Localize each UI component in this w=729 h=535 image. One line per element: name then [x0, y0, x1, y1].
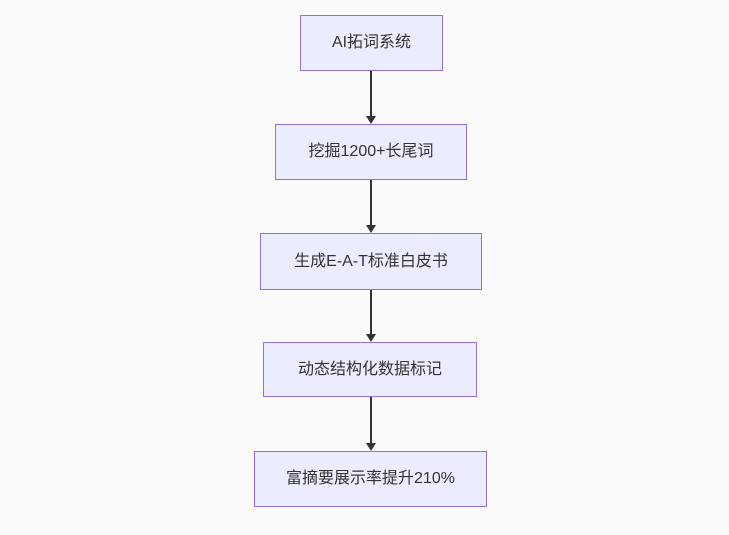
- flowchart-node-2: 挖掘1200+长尾词: [275, 124, 467, 180]
- arrow-shaft: [370, 397, 372, 443]
- flowchart-node-1: AI拓词系统: [300, 15, 443, 71]
- flowchart-node-4: 动态结构化数据标记: [263, 342, 477, 397]
- arrow-shaft: [370, 290, 372, 334]
- arrowhead-down-icon: [366, 116, 376, 124]
- arrow-shaft: [370, 71, 372, 116]
- flowchart-node-label: 挖掘1200+长尾词: [308, 143, 434, 161]
- flowchart-node-label: 动态结构化数据标记: [297, 360, 442, 378]
- flowchart-node-label: 富摘要展示率提升210%: [286, 470, 455, 488]
- arrowhead-down-icon: [366, 334, 376, 342]
- flowchart-node-label: AI拓词系统: [331, 34, 412, 52]
- arrow-shaft: [370, 180, 372, 225]
- flow-arrow-2: [366, 180, 376, 233]
- arrowhead-down-icon: [366, 225, 376, 233]
- flow-arrow-1: [366, 71, 376, 124]
- flowchart-node-5: 富摘要展示率提升210%: [254, 451, 487, 507]
- flowchart-node-3: 生成E-A-T标准白皮书: [260, 233, 482, 290]
- arrowhead-down-icon: [366, 443, 376, 451]
- flow-arrow-4: [366, 397, 376, 451]
- flowchart-node-label: 生成E-A-T标准白皮书: [294, 252, 448, 270]
- flow-arrow-3: [366, 290, 376, 342]
